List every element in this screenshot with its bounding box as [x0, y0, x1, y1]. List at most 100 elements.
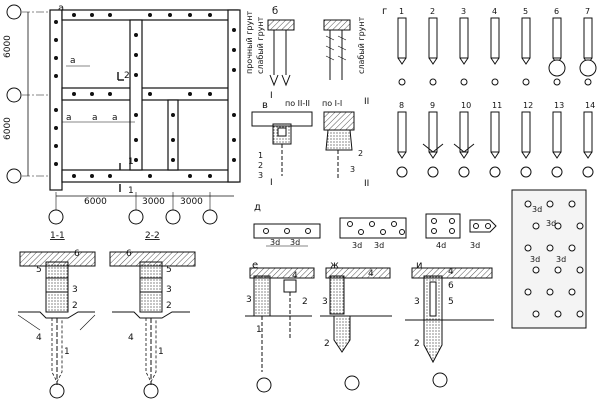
callout-1: 1 [256, 325, 262, 335]
callout-4: 4 [292, 271, 298, 281]
soil-label-weak: слабый грунт [357, 16, 366, 74]
foundation-zh: ж 4 3 2 [320, 260, 392, 391]
pile-type-8: 8 [396, 101, 408, 178]
pile-type-number: 12 [523, 101, 533, 110]
pile-type-number: 8 [399, 101, 404, 110]
pile-spacing: д 3d 3d 3d 3d 4d 3d [253, 202, 497, 250]
cut-mark-II: II [364, 97, 369, 107]
pile-type-5: 5 [521, 7, 531, 86]
cut-mark-II-bottom: II [364, 179, 369, 189]
pile-grid [524, 200, 584, 318]
pile-type-7: 7 [579, 7, 597, 86]
callout-4: 4 [36, 333, 42, 343]
callout-3: 3 [72, 285, 78, 295]
pile-type-number: 10 [461, 101, 471, 110]
grid-pile [546, 244, 554, 252]
axis-bubble [6, 4, 22, 20]
soil-diagram: б прочный грунт слабый грунт слабый грун… [245, 6, 366, 87]
dim-3000: 3000 [180, 197, 203, 207]
grid-pile [568, 200, 576, 208]
section-title-2-2: 2-2 [145, 231, 160, 241]
panel-label-g: г [382, 6, 387, 17]
callout-4: 4 [368, 269, 374, 279]
pile-type-1: 1 [397, 7, 407, 86]
grid-pile [554, 310, 562, 318]
callout-2: 2 [72, 301, 78, 311]
grid-spacing-3d: 3d [532, 205, 542, 214]
grid-spacing-3d: 3d [546, 219, 556, 228]
callout-2: 2 [302, 297, 308, 307]
callout-6: 6 [126, 249, 132, 259]
callout-5: 5 [36, 265, 42, 275]
grid-pile [568, 288, 576, 296]
grid-pile [546, 200, 554, 208]
pile-type-number: 4 [492, 7, 497, 16]
callout-3: 3 [322, 297, 328, 307]
callout-4: 4 [448, 267, 454, 277]
grid-pile [554, 266, 562, 274]
pile-type-number: 2 [430, 7, 435, 16]
junction-details: в I по II-II 1 2 3 I по I-I II 2 3 II [251, 91, 369, 189]
callout-2: 2 [258, 161, 263, 170]
grid-pile [532, 266, 540, 274]
pile-dots [54, 13, 236, 178]
panel-label-v: в [262, 100, 268, 111]
callout-3: 3 [166, 285, 172, 295]
callout-3: 3 [258, 171, 263, 180]
pile-types-row-2: 8 9 10 11 12 13 14 [396, 101, 595, 178]
section-2-2: 2-2 6 5 3 2 4 1 [109, 231, 196, 399]
pile-type-14: 14 [582, 101, 595, 178]
soil-label-strong: прочный грунт [245, 11, 254, 74]
grid-pile [532, 310, 540, 318]
callout-3: 3 [350, 165, 355, 174]
panel-label-b: б [272, 6, 278, 17]
spacing-3d: 3d [270, 238, 280, 247]
dim-6000-bottom: 6000 [3, 117, 13, 140]
callout-2: 2 [358, 149, 363, 158]
callout-6: 6 [448, 281, 454, 291]
callout-5: 5 [448, 297, 454, 307]
pile-type-number: 7 [585, 7, 590, 16]
callout-1: 1 [64, 347, 70, 357]
pile-type-2: 2 [428, 7, 438, 86]
grid-spacing-3d: 3d [556, 255, 566, 264]
panel-label-d: д [254, 202, 261, 213]
section-title-1-1: 1-1 [50, 231, 65, 241]
pile-type-4: 4 [490, 7, 500, 86]
foundation-plan: а 6000 6000 a a a [3, 3, 242, 225]
marker-a: a [92, 113, 98, 123]
panel-label-zh: ж [330, 260, 339, 271]
pile-type-number: 3 [461, 7, 466, 16]
section-mark-1-bottom: 1 [128, 186, 134, 196]
panel-label-a: а [58, 3, 64, 14]
pile-type-11: 11 [489, 101, 502, 178]
pile-type-number: 13 [554, 101, 564, 110]
grid-pile [576, 266, 584, 274]
soil-label-weak: слабый грунт [256, 16, 265, 74]
marker-a: a [66, 113, 72, 123]
dim-6000: 6000 [84, 197, 107, 207]
pile-type-3: 3 [459, 7, 469, 86]
pile-field: 3d 3d 3d 3d [511, 189, 587, 329]
pile-type-number: 14 [585, 101, 595, 110]
label-by-II-II: по II-II [285, 99, 310, 108]
axis-bubble [6, 168, 22, 184]
pile-type-13: 13 [551, 101, 564, 178]
grid-spacing-3d: 3d [530, 255, 540, 264]
marker-a: a [70, 56, 76, 66]
section-mark-2: 2 [124, 71, 130, 81]
spacing-3d: 3d [374, 241, 384, 250]
grid-pile [546, 288, 554, 296]
callout-1: 1 [258, 151, 263, 160]
spacing-4d: 4d [436, 241, 446, 250]
pile-type-number: 6 [554, 7, 559, 16]
grid-pile [524, 288, 532, 296]
panel-label-i: и [416, 260, 423, 271]
pile-type-number: 9 [430, 101, 435, 110]
section-1-1: 1-1 6 5 3 2 4 1 [17, 231, 96, 399]
dim-6000-top: 6000 [3, 35, 13, 58]
pile-type-12: 12 [520, 101, 533, 178]
grid-pile [576, 310, 584, 318]
dim-3000: 3000 [142, 197, 165, 207]
